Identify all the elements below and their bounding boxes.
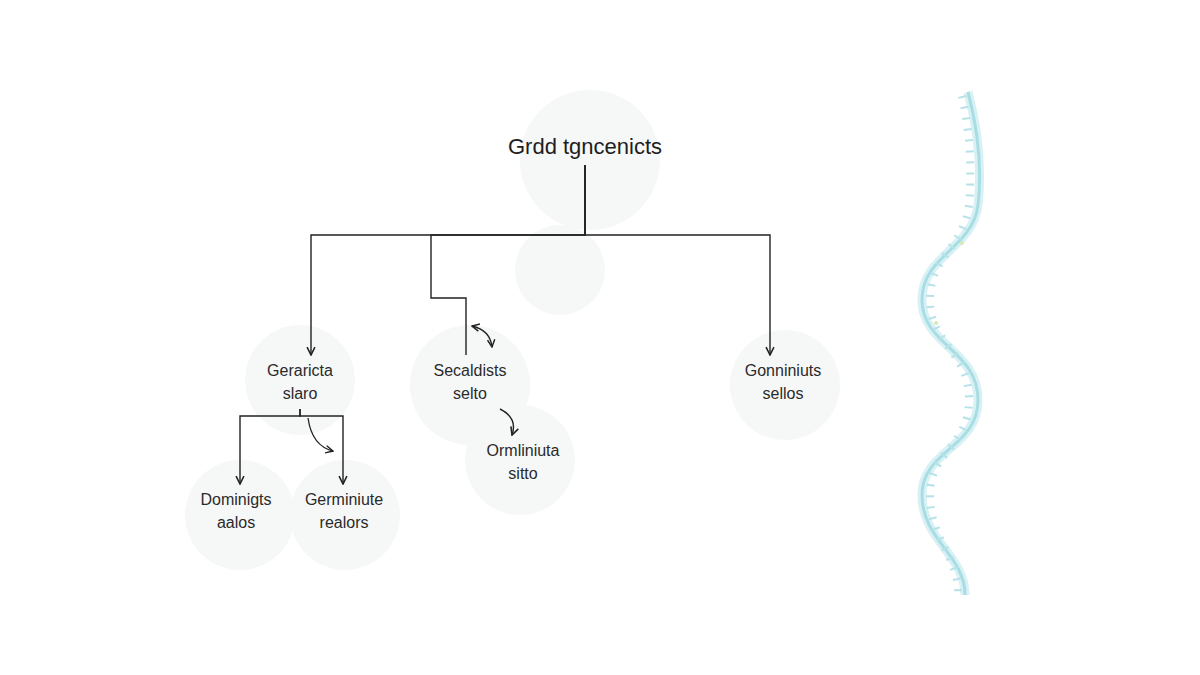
tree-connector — [585, 165, 770, 355]
helix-dot — [934, 321, 938, 325]
faint-circle — [520, 90, 660, 230]
tree-node: Gonniniuts sellos — [733, 355, 833, 409]
tree-connector — [431, 165, 585, 355]
tree-node: Germiniute realors — [294, 484, 394, 538]
helix-strand — [922, 92, 980, 595]
curved-arrow — [308, 418, 333, 451]
node-label: Grdd tgncenicts — [445, 133, 725, 161]
tree-connector — [311, 165, 585, 355]
tree-node: Dominigts aalos — [186, 484, 286, 538]
faint-circles — [185, 90, 840, 570]
dna-helix — [922, 92, 980, 595]
node-label: Geraricta slaro — [250, 359, 350, 405]
tree-connector — [300, 409, 343, 484]
tree-node: Geraricta slaro — [250, 355, 350, 409]
tree-connector — [500, 409, 514, 435]
node-label: Dominigts aalos — [186, 488, 286, 534]
faint-circle — [515, 225, 605, 315]
node-label: Ormliniuta sitto — [473, 439, 573, 485]
node-label: Secaldists selto — [420, 359, 520, 405]
faint-circle — [290, 460, 400, 570]
tree-node: Ormliniuta sitto — [473, 435, 573, 489]
tree-node: Secaldists selto — [420, 355, 520, 409]
faint-circle — [730, 330, 840, 440]
helix-dot — [960, 241, 964, 245]
helix-rungs — [930, 96, 970, 592]
root-node: Grdd tgncenicts — [445, 129, 725, 165]
node-label: Germiniute realors — [294, 488, 394, 534]
faint-circle — [245, 325, 355, 435]
helix-glow — [922, 92, 980, 595]
node-label: Gonniniuts sellos — [733, 359, 833, 405]
faint-circle — [465, 405, 575, 515]
faint-circle — [185, 460, 295, 570]
curved-double-arrow — [472, 326, 492, 347]
tree-connector — [240, 409, 300, 484]
